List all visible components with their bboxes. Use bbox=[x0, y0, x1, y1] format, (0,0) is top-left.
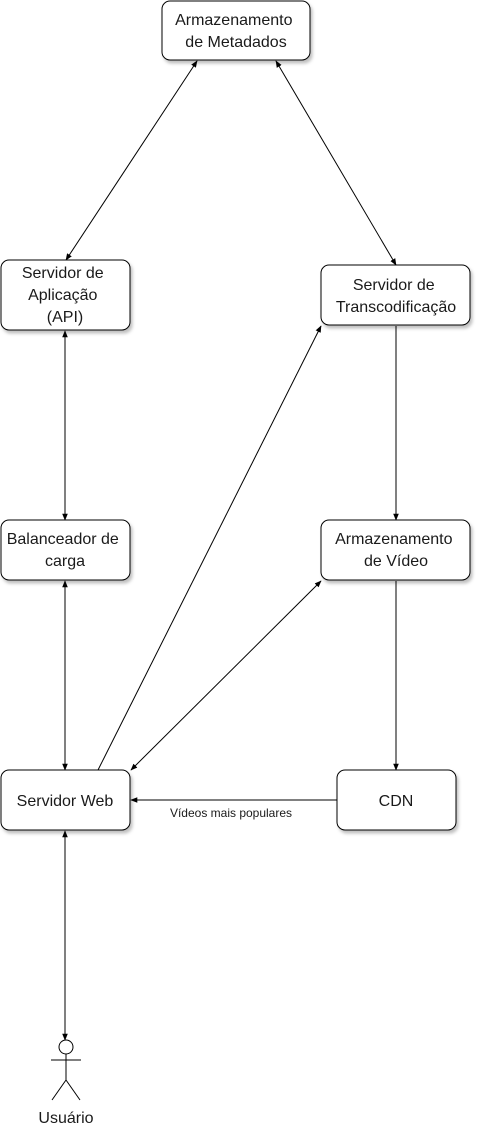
node-cdn-label: CDN bbox=[379, 793, 414, 810]
edge-webserver-transcoding bbox=[97, 325, 322, 771]
node-video-storage-label: Armazenamento de Vídeo bbox=[335, 531, 457, 570]
node-video-storage[interactable] bbox=[320, 519, 471, 581]
node-load-balancer[interactable] bbox=[0, 519, 131, 581]
node-app-server[interactable] bbox=[0, 259, 131, 331]
node-metadata-storage-label: Armazenamento de Metadados bbox=[175, 12, 297, 51]
user-actor-icon[interactable] bbox=[51, 1039, 81, 1101]
node-web-server[interactable] bbox=[0, 769, 131, 831]
node-transcoding-server-label: Servidor de Transcodificação bbox=[336, 277, 456, 316]
node-transcoding-server[interactable] bbox=[320, 264, 471, 326]
node-metadata-storage[interactable] bbox=[161, 0, 311, 61]
node-load-balancer-label: Balanceador de carga bbox=[7, 531, 124, 570]
edge-videostorage-webserver bbox=[130, 580, 322, 771]
edge-metadata-transcoding bbox=[275, 60, 397, 266]
edge-label-text: Vídeos mais populares bbox=[170, 806, 292, 820]
node-cdn[interactable] bbox=[336, 769, 457, 831]
node-app-server-label: Servidor de Aplicação (API) bbox=[22, 265, 108, 326]
user-actor-label: Usuário bbox=[38, 1110, 93, 1127]
edge-metadata-appserver bbox=[65, 60, 198, 261]
node-web-server-label: Servidor Web bbox=[17, 793, 114, 810]
edge-label-popular-videos: Vídeos mais populares bbox=[152, 803, 310, 821]
